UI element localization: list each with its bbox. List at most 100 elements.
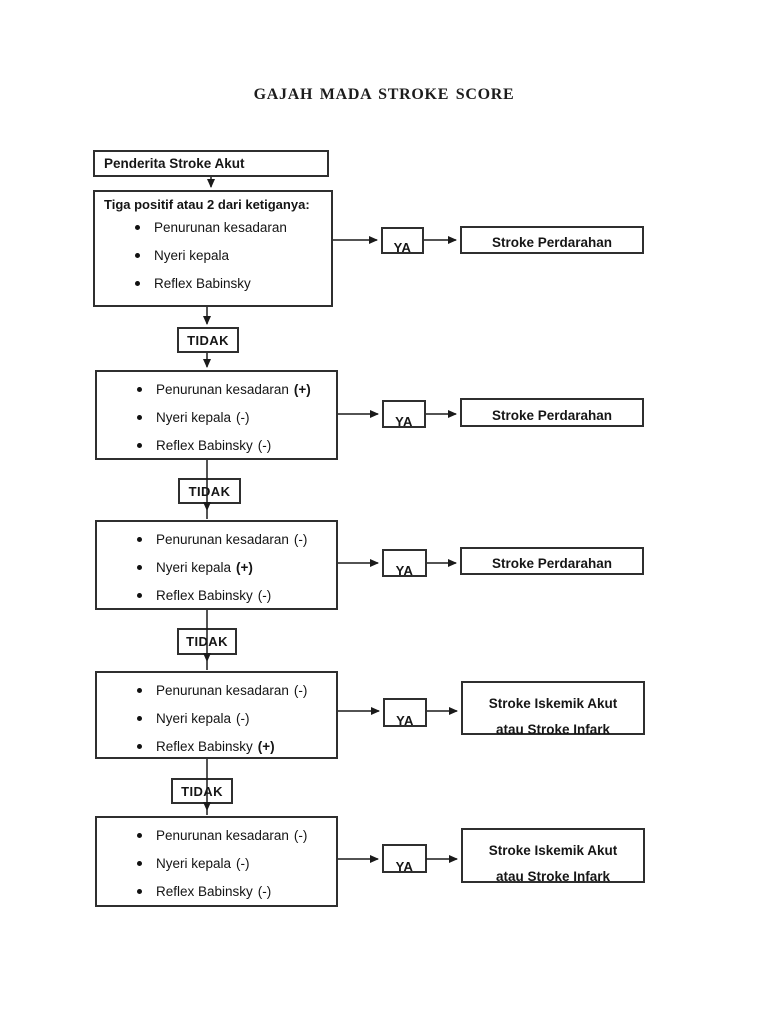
yes-node-4: YA [383,698,427,728]
criterion-mark: (-) [236,855,250,871]
criteria-header: Tiga positif atau 2 dari ketiganya: [104,197,310,212]
criteria-box-4: Penurunan kesadaran (-) Nyeri kepala (-)… [95,671,338,759]
yes-node-3: YA [382,549,427,578]
yes-label: YA [396,713,414,728]
yes-node-2: YA [382,400,426,429]
criteria-box-5: Penurunan kesadaran (-) Nyeri kepala (-)… [95,816,338,907]
criteria-box-2: Penurunan kesadaran (+) Nyeri kepala (-)… [95,370,338,460]
criterion-label: Penurunan kesadaran [156,531,289,547]
yes-node-5: YA [382,844,427,874]
bullet-icon [137,536,142,542]
criterion-label: Reflex Babinsky [156,738,253,754]
page-title: GAJAH MADA STROKE SCORE [253,86,515,103]
criterion: Nyeri kepala [135,241,331,269]
criterion-label: Penurunan kesadaran [156,682,289,698]
start-node: Penderita Stroke Akut [93,150,329,177]
no-label: TIDAK [181,783,223,799]
criterion: Penurunan kesadaran [135,213,331,241]
no-label: TIDAK [188,483,231,499]
criterion-label: Nyeri kepala [156,855,232,871]
start-node-label: Penderita Stroke Akut [104,156,245,171]
result-label: Stroke Perdarahan [491,556,613,571]
criterion: Reflex Babinsky (-) [137,877,336,905]
criterion-mark: (-) [236,710,250,726]
bullet-icon [137,888,142,894]
bullet-icon [137,414,142,420]
criterion-mark: (-) [293,827,308,843]
no-node-1: TIDAK [177,327,239,353]
no-label: TIDAK [186,634,228,649]
result-box-4: Stroke Iskemik Akut atau Stroke Infark [461,681,645,737]
criterion-mark: (-) [257,883,272,899]
yes-node-1: YA [381,227,424,255]
criterion-label: Reflex Babinsky [154,275,251,291]
criteria-list: Penurunan kesadaran (-) Nyeri kepala (-)… [97,673,336,760]
result-box-2: Stroke Perdarahan [460,398,644,427]
bullet-icon [137,832,142,838]
criterion: Penurunan kesadaran (-) [137,525,336,553]
criterion-label: Nyeri kepala [156,710,232,726]
criterion: Reflex Babinsky (-) [137,431,336,459]
criterion: Nyeri kepala (-) [137,849,336,877]
bullet-icon [135,280,140,286]
result-label-line2: atau Stroke Infark [495,869,611,884]
bullet-icon [137,386,142,392]
no-node-3: TIDAK [177,628,237,655]
criterion-mark: (+) [293,381,311,397]
criterion: Reflex Babinsky [135,269,331,297]
result-box-5: Stroke Iskemik Akut atau Stroke Infark [461,828,645,884]
no-node-2: TIDAK [178,478,241,504]
bullet-icon [137,592,142,598]
yes-label: YA [393,240,412,255]
result-box-1: Stroke Perdarahan [460,226,644,254]
criterion-label: Reflex Babinsky [156,587,253,603]
criterion: Nyeri kepala (-) [137,403,336,431]
criterion: Nyeri kepala (+) [137,553,336,581]
criterion-label: Penurunan kesadaran [154,219,287,235]
criterion-label: Nyeri kepala [154,247,230,263]
bullet-icon [137,564,142,570]
criterion: Nyeri kepala (-) [137,704,336,732]
bullet-icon [137,687,142,693]
criterion-mark: (+) [236,559,253,575]
bullet-icon [137,860,142,866]
criterion-mark: (-) [236,409,250,425]
bullet-icon [137,715,142,721]
criterion-mark: (-) [257,437,272,453]
criterion-mark: (-) [257,587,272,603]
criterion-label: Nyeri kepala [156,409,232,425]
criterion: Penurunan kesadaran (-) [137,821,336,849]
result-label-line1: Stroke Iskemik Akut [488,696,618,711]
criterion-mark: (+) [257,738,275,754]
criteria-list: Penurunan kesadaran (-) Nyeri kepala (+)… [97,522,336,609]
criterion: Penurunan kesadaran (+) [137,375,336,403]
bullet-icon [135,252,140,258]
criterion-label: Reflex Babinsky [156,437,253,453]
yes-label: YA [395,859,414,874]
criterion-label: Reflex Babinsky [156,883,253,899]
criterion-mark: (-) [293,531,308,547]
criterion: Reflex Babinsky (-) [137,581,336,609]
criteria-box-1: Tiga positif atau 2 dari ketiganya: Penu… [93,190,333,307]
bullet-icon [137,743,142,749]
criterion-label: Penurunan kesadaran [156,827,289,843]
result-label-line2: atau Stroke Infark [495,722,611,737]
bullet-icon [137,442,142,448]
criterion: Penurunan kesadaran (-) [137,676,336,704]
criteria-list: Penurunan kesadaran Nyeri kepala Reflex … [95,212,331,297]
criteria-box-3: Penurunan kesadaran (-) Nyeri kepala (+)… [95,520,338,610]
criterion-label: Nyeri kepala [156,559,232,575]
yes-label: YA [395,414,413,429]
criterion: Reflex Babinsky (+) [137,732,336,760]
result-label-line1: Stroke Iskemik Akut [488,843,618,858]
bullet-icon [135,224,140,230]
criteria-list: Penurunan kesadaran (+) Nyeri kepala (-)… [97,372,336,459]
no-label: TIDAK [187,332,229,348]
criteria-list: Penurunan kesadaran (-) Nyeri kepala (-)… [97,818,336,905]
result-box-3: Stroke Perdarahan [460,547,644,575]
result-label: Stroke Perdarahan [491,408,613,423]
yes-label: YA [395,563,414,578]
criterion-mark: (-) [293,682,308,698]
result-label: Stroke Perdarahan [491,235,613,250]
